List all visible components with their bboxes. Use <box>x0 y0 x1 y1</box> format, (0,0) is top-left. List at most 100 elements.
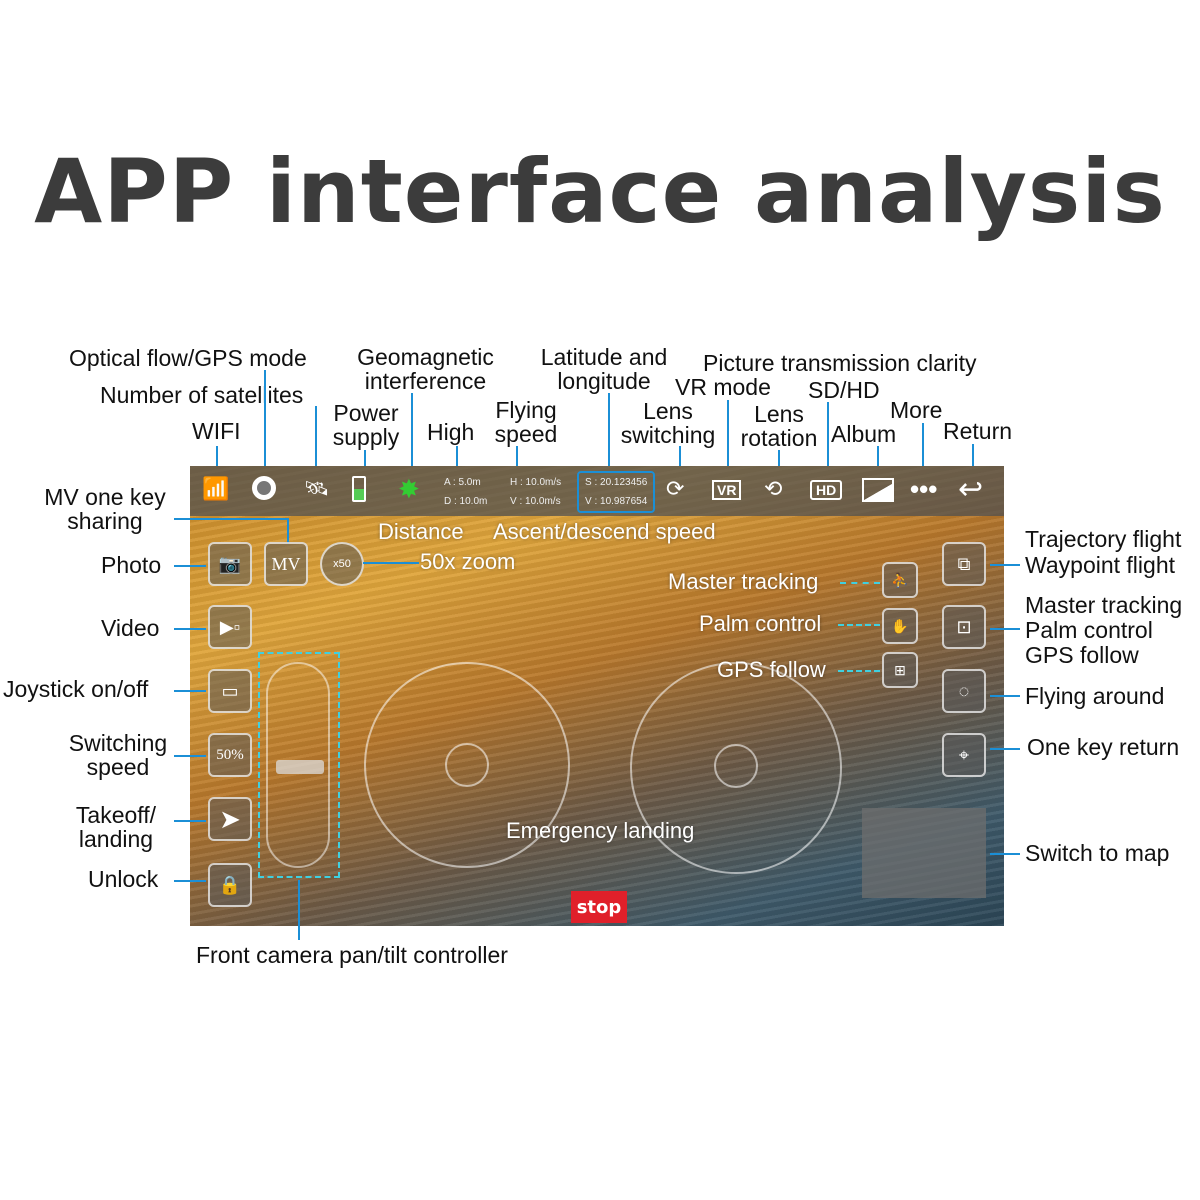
more-icon[interactable]: ••• <box>910 474 938 504</box>
overlay-palm-control: Palm control <box>699 611 822 636</box>
leader-line <box>990 748 1020 750</box>
hd-button[interactable]: HD <box>810 480 843 500</box>
label-gimbal-controller: Front camera pan/tilt controller <box>196 942 508 968</box>
label-master-tracking: Master tracking <box>1025 592 1183 618</box>
overlay-master-tracking: Master tracking <box>668 569 819 594</box>
left-joystick-knob[interactable] <box>445 743 489 787</box>
dashed-leader-line <box>838 624 880 626</box>
leader-line <box>298 880 300 940</box>
overlay-emergency-landing: Emergency landing <box>506 818 695 843</box>
palm-control-button[interactable]: ✋ <box>882 608 918 644</box>
leader-line <box>778 450 780 474</box>
label-mv-sharing: MV one key sharing <box>44 484 166 534</box>
leader-line <box>287 518 289 544</box>
label-takeoff: Takeoff/ landing <box>75 802 157 852</box>
label-photo: Photo <box>101 552 162 578</box>
label-switch-speed: Switching speed <box>68 730 168 780</box>
label-lens-switching: Lens switching <box>620 398 716 448</box>
label-waypoint: Waypoint flight <box>1025 552 1175 578</box>
leader-line <box>972 444 974 474</box>
map-thumbnail[interactable] <box>862 808 986 898</box>
right-joystick[interactable] <box>630 662 842 874</box>
gimbal-slider-track[interactable] <box>266 662 330 868</box>
leader-line <box>411 393 413 473</box>
label-latlon: Latitude and longitude <box>540 344 668 394</box>
satellite-icon: 🛰 <box>304 478 330 500</box>
label-geomagnetic: Geomagnetic interference <box>357 344 494 394</box>
gps-follow-button[interactable]: ⊞ <box>882 652 918 688</box>
overlay-distance: Distance <box>378 519 464 544</box>
leader-line <box>990 695 1020 697</box>
label-high: High <box>427 419 475 445</box>
leader-line <box>174 628 206 630</box>
takeoff-icon: ➤ <box>219 803 241 834</box>
label-joystick: Joystick on/off <box>3 676 149 702</box>
leader-line <box>315 406 317 480</box>
gimbal-slider-handle[interactable] <box>276 760 324 774</box>
label-gps-follow: GPS follow <box>1025 642 1139 668</box>
vr-button[interactable]: VR <box>712 480 742 500</box>
label-one-key-return: One key return <box>1027 734 1180 760</box>
home-pin-icon: ⌖ <box>958 744 970 765</box>
zoom-button[interactable]: x50 <box>320 542 364 586</box>
gimbal-controller-area <box>258 652 340 878</box>
page-title: APP interface analysis <box>34 140 1166 243</box>
video-icon: ▶▫ <box>219 616 241 637</box>
leader-line <box>516 446 518 470</box>
leader-line <box>990 564 1020 566</box>
phone-icon: ▭ <box>221 680 239 701</box>
label-flying-speed: Flying speed <box>494 397 558 447</box>
right-joystick-knob[interactable] <box>714 744 758 788</box>
master-tracking-button[interactable]: ⛹ <box>882 562 918 598</box>
label-video: Video <box>101 615 160 641</box>
label-vr: VR mode <box>675 374 771 400</box>
overlay-gps-follow: GPS follow <box>717 657 826 682</box>
takeoff-landing-button[interactable]: ➤ <box>208 797 252 841</box>
dashed-leader-line <box>838 670 880 672</box>
leader-line <box>827 402 829 474</box>
label-lens-rotation: Lens rotation <box>740 401 818 451</box>
joystick-toggle[interactable]: ▭ <box>208 669 252 713</box>
flying-around-button[interactable]: ◌ <box>942 669 986 713</box>
trajectory-icon: ⧉ <box>957 553 971 574</box>
dashed-leader-line <box>840 582 880 584</box>
leader-line <box>174 690 206 692</box>
wifi-icon: 📶 <box>202 476 230 501</box>
label-more: More <box>890 397 943 423</box>
orbit-icon: ◌ <box>958 680 970 701</box>
label-wifi: WIFI <box>192 418 241 444</box>
lock-icon: 🔒 <box>218 874 242 895</box>
leader-line <box>922 423 924 474</box>
lens-rotation-icon[interactable]: ⟲ <box>764 476 783 501</box>
mv-button[interactable]: MV <box>264 542 308 586</box>
leader-line <box>990 853 1020 855</box>
label-palm-control: Palm control <box>1025 617 1153 643</box>
stop-button[interactable]: stop <box>571 891 627 923</box>
unlock-button[interactable]: 🔒 <box>208 863 252 907</box>
label-power: Power supply <box>332 400 400 450</box>
left-joystick[interactable] <box>364 662 570 868</box>
leader-line <box>877 446 879 474</box>
leader-line <box>174 565 206 567</box>
label-album: Album <box>831 421 897 447</box>
leader-line <box>174 880 206 882</box>
leader-line <box>174 820 206 822</box>
speed-button[interactable]: 50% <box>208 733 252 777</box>
smart-follow-button[interactable]: ⊡ <box>942 605 986 649</box>
photo-button[interactable]: 📷 <box>208 542 252 586</box>
one-key-return-button[interactable]: ⌖ <box>942 733 986 777</box>
video-button[interactable]: ▶▫ <box>208 605 252 649</box>
camera-icon: 📷 <box>218 553 242 574</box>
label-satellites: Number of satellites <box>100 382 304 408</box>
album-icon[interactable] <box>862 478 894 502</box>
leader-line <box>174 755 206 757</box>
lens-switch-icon[interactable]: ⟳ <box>666 476 685 501</box>
label-sdhd: SD/HD <box>808 377 880 403</box>
leader-line <box>727 400 729 476</box>
gps-mode-icon <box>252 476 276 500</box>
return-icon[interactable]: ↩ <box>958 473 984 506</box>
leader-line <box>264 370 266 480</box>
trajectory-flight-button[interactable]: ⧉ <box>942 542 986 586</box>
